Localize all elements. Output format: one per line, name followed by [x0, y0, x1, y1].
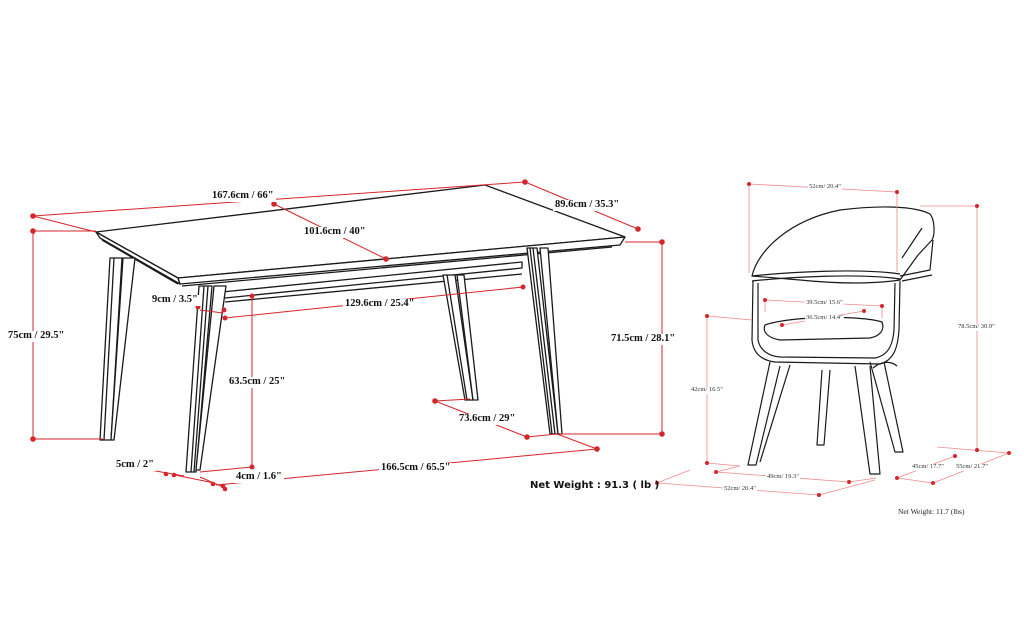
table-clearance-label: 63.5cm / 25"	[227, 376, 288, 388]
chair-seat-height-label: 42cm/ 16.5"	[690, 386, 724, 394]
table-center-span-label: 101.6cm / 40"	[302, 226, 368, 238]
chair-base-width-label: 52cm/ 20.4"	[723, 485, 757, 493]
table-total-height-label: 75cm / 29.5"	[6, 330, 67, 342]
table-leg-span-depth-label: 73.6cm / 29"	[457, 413, 518, 425]
chair-seat-width-back-label: 39.5cm/ 15.6"	[805, 299, 844, 307]
chair-base-depth-label: 55cm/ 21.7"	[955, 463, 989, 471]
table-leg-width-label: 5cm / 2"	[114, 459, 156, 471]
chair-width-top-label: 52cm/ 20.4"	[808, 183, 842, 191]
chair-seat-width-front-label: 36.5cm/ 14.4"	[805, 314, 844, 322]
table-leg-thickness-label: 4cm / 1.6"	[234, 471, 284, 483]
table-depth-label: 89.6cm / 35.3"	[553, 199, 622, 211]
table-net-weight: Net Weight : 91.3 ( lb )	[530, 480, 660, 491]
chair-total-height-label: 78.5cm/ 30.9"	[957, 323, 996, 331]
table-apron-length-label: 129.6cm / 25.4"	[343, 298, 417, 310]
chair-leg-span-width-label: 49cm/ 19.3"	[766, 473, 800, 481]
chair-leg-span-depth-label: 45cm/ 17.7"	[911, 463, 945, 471]
table-height-under-top-label: 71.5cm / 28.1"	[609, 333, 678, 345]
table-apron-height-label: 9cm / 3.5"	[150, 294, 200, 306]
table-leg-span-length-label: 166.5cm / 65.5"	[379, 462, 453, 474]
chair-net-weight: Net Weight: 11.7 (lbs)	[898, 507, 965, 516]
table-length-label: 167.6cm / 66"	[210, 190, 276, 202]
